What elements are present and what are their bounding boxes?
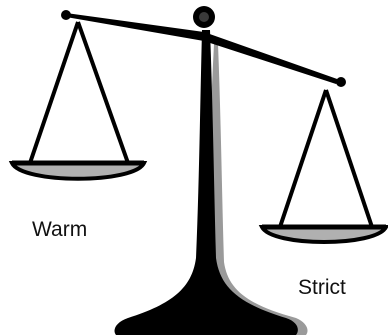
- stand-top-knob-shine: [199, 12, 209, 22]
- right-beam-end: [336, 77, 346, 87]
- left-pan-label: Warm: [32, 219, 87, 240]
- left-pan-string-left: [30, 22, 78, 163]
- left-beam-end: [61, 10, 71, 20]
- right-pan-string-right: [326, 90, 372, 227]
- right-pan-label: Strict: [298, 277, 346, 298]
- left-pan-string-right: [78, 22, 128, 163]
- right-pan-string-left: [280, 90, 326, 227]
- scale-stand: [115, 30, 298, 335]
